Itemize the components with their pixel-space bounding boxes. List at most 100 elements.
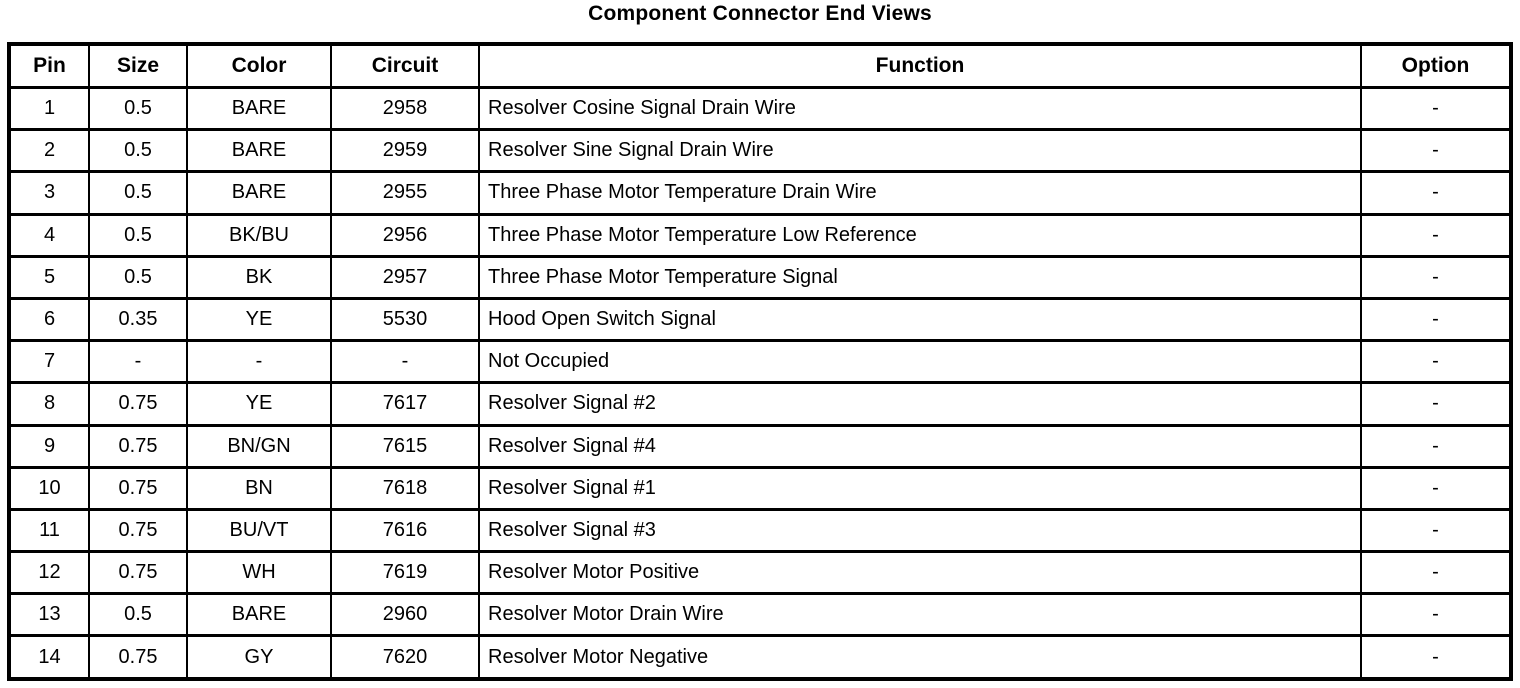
cell-size: 0.5: [88, 170, 188, 216]
cell-option: -: [1360, 339, 1512, 385]
cell-size: 0.5: [88, 212, 188, 258]
cell-circuit: 7617: [330, 381, 480, 427]
cell-color: WH: [186, 550, 332, 596]
cell-color: -: [186, 339, 332, 385]
cell-pin: 7: [8, 339, 90, 385]
cell-option: -: [1360, 296, 1512, 343]
column-header-function: Function: [478, 42, 1362, 89]
cell-circuit: 7620: [330, 634, 480, 681]
cell-color: YE: [186, 296, 332, 343]
column-header-circuit: Circuit: [330, 42, 480, 89]
column-header-color: Color: [186, 42, 332, 89]
cell-size: 0.5: [88, 128, 188, 174]
cell-function: Not Occupied: [478, 339, 1362, 385]
cell-function: Three Phase Motor Temperature Drain Wire: [478, 170, 1362, 216]
cell-function: Resolver Sine Signal Drain Wire: [478, 128, 1362, 174]
cell-size: 0.75: [88, 507, 188, 554]
cell-color: BN/GN: [186, 423, 332, 469]
cell-pin: 11: [8, 507, 90, 554]
cell-size: 0.5: [88, 254, 188, 300]
cell-circuit: 2960: [330, 592, 480, 638]
cell-option: -: [1360, 550, 1512, 596]
cell-color: BK: [186, 254, 332, 300]
cell-circuit: -: [330, 339, 480, 385]
cell-option: -: [1360, 634, 1512, 681]
cell-size: 0.75: [88, 634, 188, 681]
cell-pin: 6: [8, 296, 90, 343]
cell-function: Resolver Signal #3: [478, 507, 1362, 554]
cell-option: -: [1360, 592, 1512, 638]
cell-option: -: [1360, 128, 1512, 174]
cell-pin: 8: [8, 381, 90, 427]
cell-color: BARE: [186, 592, 332, 638]
cell-pin: 14: [8, 634, 90, 681]
cell-size: 0.75: [88, 381, 188, 427]
cell-option: -: [1360, 381, 1512, 427]
cell-pin: 3: [8, 170, 90, 216]
cell-size: 0.75: [88, 550, 188, 596]
cell-size: 0.5: [88, 592, 188, 638]
cell-option: -: [1360, 170, 1512, 216]
cell-pin: 12: [8, 550, 90, 596]
cell-pin: 2: [8, 128, 90, 174]
cell-color: BARE: [186, 85, 332, 132]
cell-function: Resolver Signal #4: [478, 423, 1362, 469]
cell-option: -: [1360, 465, 1512, 511]
cell-circuit: 2957: [330, 254, 480, 300]
cell-color: YE: [186, 381, 332, 427]
cell-pin: 4: [8, 212, 90, 258]
cell-option: -: [1360, 254, 1512, 300]
cell-function: Three Phase Motor Temperature Low Refere…: [478, 212, 1362, 258]
cell-pin: 9: [8, 423, 90, 469]
column-header-option: Option: [1360, 42, 1512, 89]
cell-color: BARE: [186, 128, 332, 174]
cell-function: Resolver Signal #1: [478, 465, 1362, 511]
cell-pin: 5: [8, 254, 90, 300]
cell-circuit: 7615: [330, 423, 480, 469]
cell-circuit: 7619: [330, 550, 480, 596]
cell-color: BARE: [186, 170, 332, 216]
cell-circuit: 7618: [330, 465, 480, 511]
cell-circuit: 2958: [330, 85, 480, 132]
cell-circuit: 2959: [330, 128, 480, 174]
cell-function: Resolver Motor Positive: [478, 550, 1362, 596]
cell-color: BK/BU: [186, 212, 332, 258]
cell-size: 0.5: [88, 85, 188, 132]
cell-option: -: [1360, 507, 1512, 554]
cell-size: 0.75: [88, 465, 188, 511]
cell-color: BN: [186, 465, 332, 511]
column-header-pin: Pin: [8, 42, 90, 89]
cell-function: Resolver Motor Negative: [478, 634, 1362, 681]
table-row: 7---Not Occupied-: [8, 339, 1512, 385]
cell-option: -: [1360, 85, 1512, 132]
cell-function: Hood Open Switch Signal: [478, 296, 1362, 343]
cell-color: BU/VT: [186, 507, 332, 554]
cell-function: Resolver Motor Drain Wire: [478, 592, 1362, 638]
cell-function: Resolver Signal #2: [478, 381, 1362, 427]
column-header-size: Size: [88, 42, 188, 89]
cell-option: -: [1360, 212, 1512, 258]
cell-color: GY: [186, 634, 332, 681]
cell-option: -: [1360, 423, 1512, 469]
cell-circuit: 7616: [330, 507, 480, 554]
cell-circuit: 2955: [330, 170, 480, 216]
cell-pin: 1: [8, 85, 90, 132]
